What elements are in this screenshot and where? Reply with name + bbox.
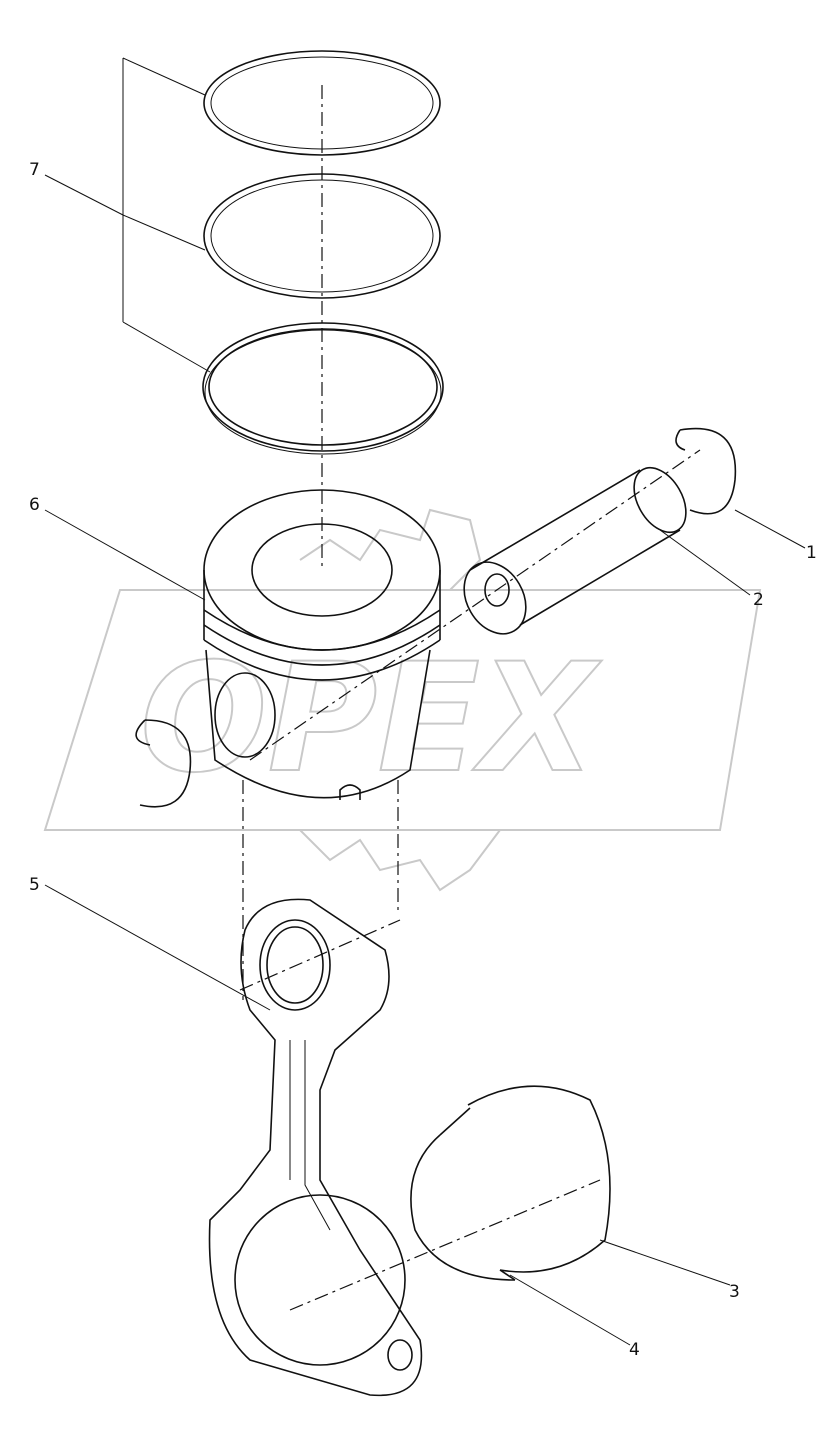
bearing-shells	[289, 1085, 611, 1311]
piston-pin	[249, 449, 701, 761]
leader-lines	[44, 174, 806, 1346]
watermark-text: OPEX	[140, 632, 602, 806]
opex-watermark: OPEX	[43, 508, 762, 892]
callout-5: 5	[29, 875, 40, 895]
callout-4: 4	[629, 1340, 640, 1360]
retaining-rings	[135, 427, 737, 808]
callout-2: 2	[753, 590, 764, 610]
callout-3: 3	[729, 1282, 740, 1302]
piston-rings	[122, 50, 444, 455]
callout-1: 1	[806, 543, 817, 563]
piston	[203, 489, 441, 800]
callout-7: 7	[29, 160, 40, 180]
connecting-rod	[208, 898, 423, 1397]
callout-6: 6	[29, 495, 40, 515]
